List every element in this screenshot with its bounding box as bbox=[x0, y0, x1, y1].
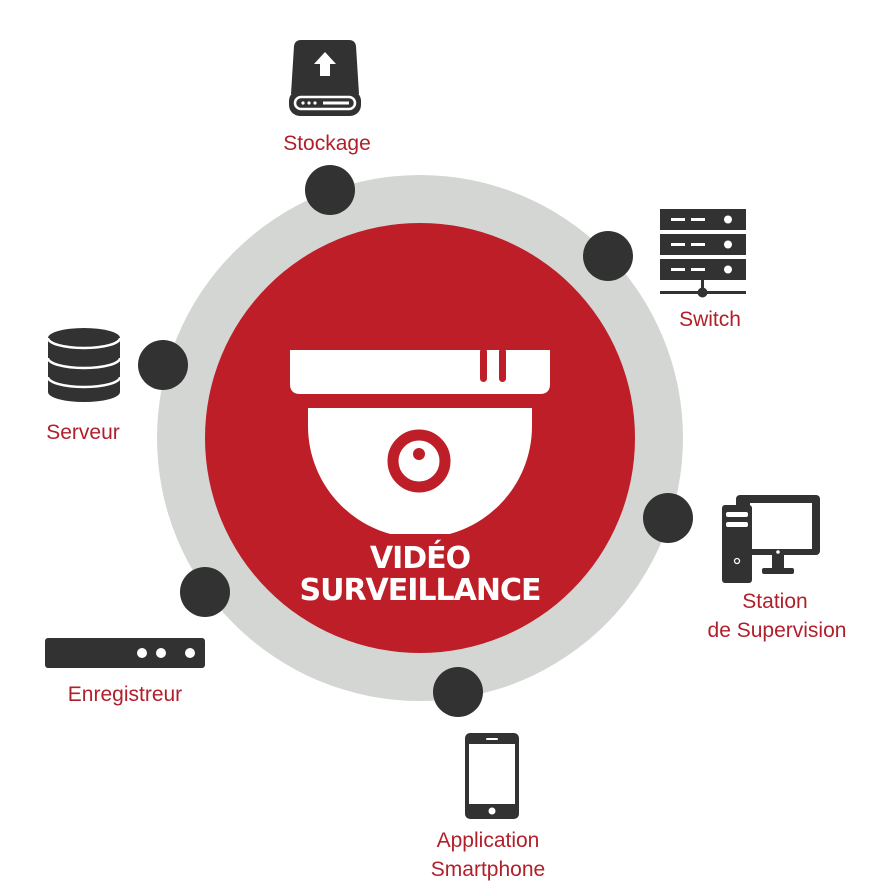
node-label-smartphone-line1: Application bbox=[436, 829, 540, 852]
center-title-line1: VIDÉO bbox=[369, 541, 471, 576]
node-dot-stockage bbox=[305, 165, 355, 215]
node-label-stockage: Stockage bbox=[283, 132, 371, 155]
node-dot-smartphone bbox=[433, 667, 483, 717]
network-switch-icon bbox=[658, 207, 748, 299]
smartphone-icon bbox=[465, 733, 519, 819]
node-label-station-line2: de Supervision bbox=[707, 619, 847, 642]
dome-camera-icon bbox=[288, 348, 554, 534]
node-label-smartphone-line2: Smartphone bbox=[430, 858, 546, 881]
node-dot-enregistreur bbox=[180, 567, 230, 617]
storage-upload-icon bbox=[289, 38, 361, 118]
center-title-line2: SURVEILLANCE bbox=[299, 573, 541, 608]
database-server-icon bbox=[46, 326, 122, 404]
desktop-computer-icon bbox=[722, 493, 822, 585]
node-label-station-line1: Station bbox=[742, 590, 808, 613]
node-label-enregistreur: Enregistreur bbox=[67, 683, 183, 706]
node-label-serveur: Serveur bbox=[46, 421, 120, 444]
node-dot-serveur bbox=[138, 340, 188, 390]
node-label-switch: Switch bbox=[679, 308, 741, 331]
node-dot-station bbox=[643, 493, 693, 543]
node-dot-switch bbox=[583, 231, 633, 281]
recorder-icon bbox=[45, 638, 207, 670]
